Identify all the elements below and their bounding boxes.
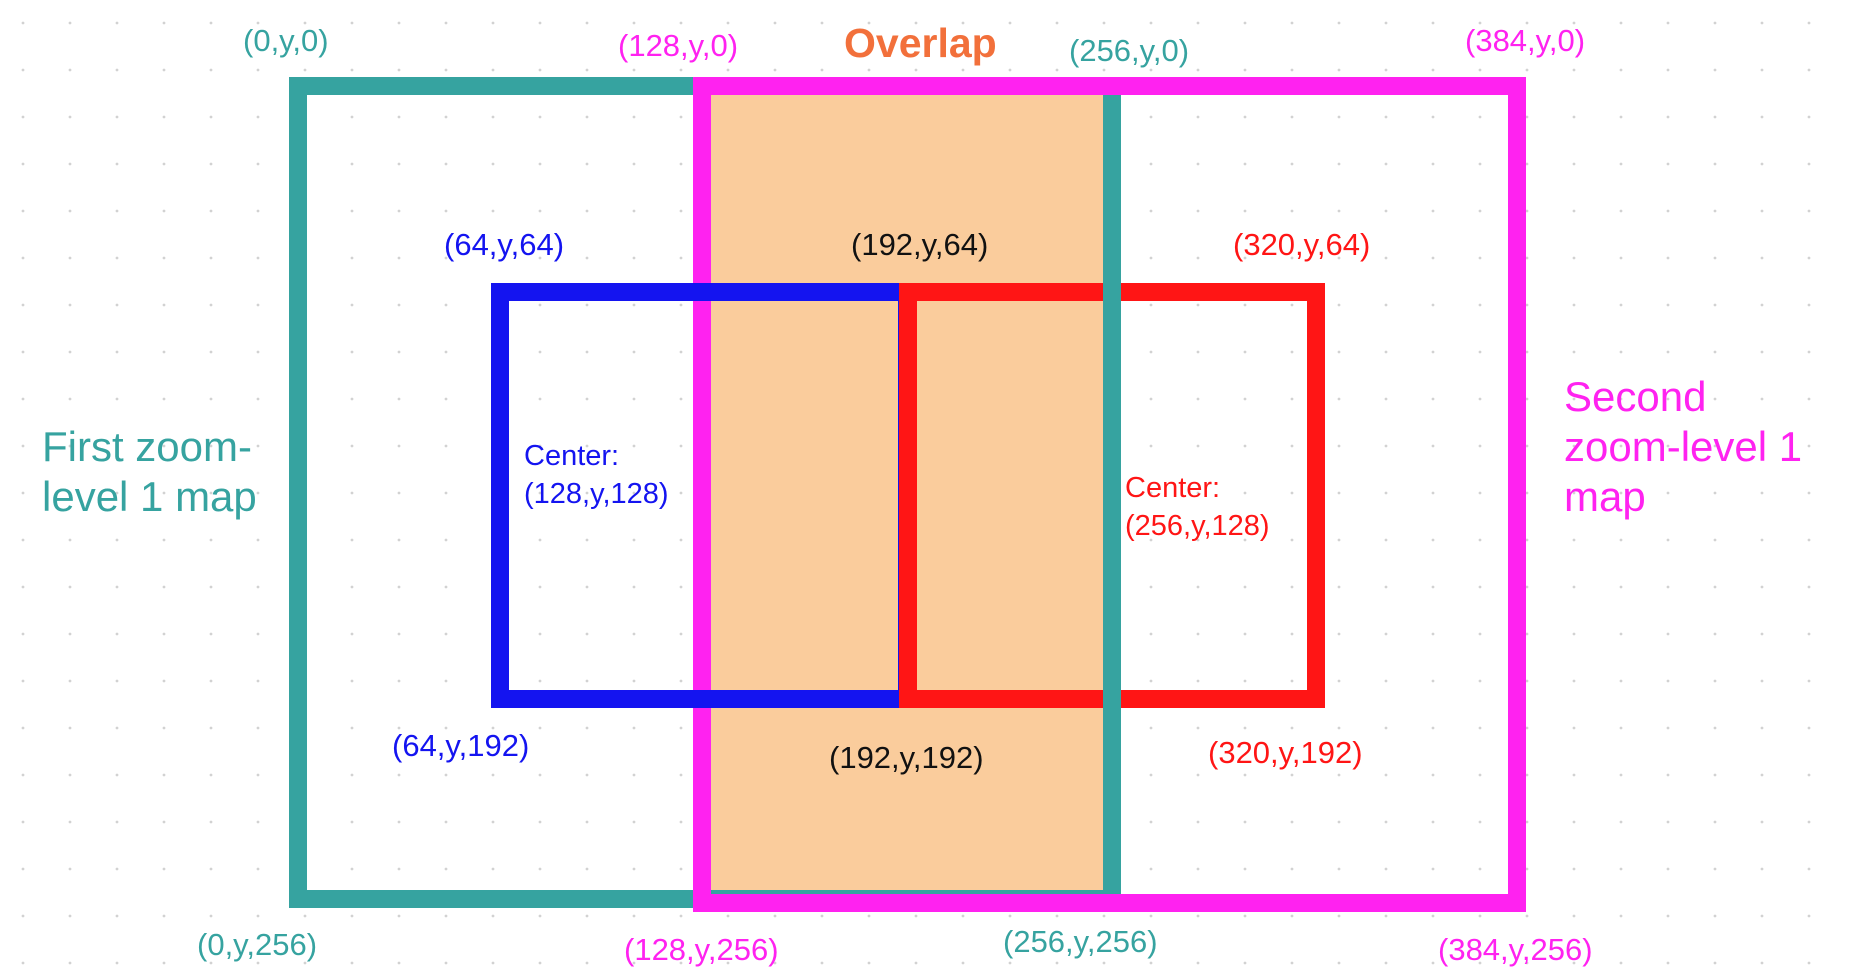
second-map-label: Second zoom-level 1 map — [1564, 372, 1802, 522]
first-map-bottom-left-coord: (0,y,256) — [197, 927, 318, 962]
first-map-label: First zoom- level 1 map — [42, 422, 257, 522]
second-map-label-line3: map — [1564, 473, 1646, 520]
blue-square-center-label: Center: (128,y,128) — [524, 437, 669, 513]
red-square-top-right-coord: (320,y,64) — [1233, 227, 1371, 262]
red-square-bottom-right-coord: (320,y,192) — [1208, 735, 1363, 770]
first-map-top-right-coord: (256,y,0) — [1069, 33, 1190, 68]
blue-center-value: (128,y,128) — [524, 478, 669, 510]
shared-top-point-coord: (192,y,64) — [851, 227, 989, 262]
red-center-caption: Center: — [1125, 472, 1221, 504]
first-map-top-left-coord: (0,y,0) — [243, 23, 329, 58]
second-map-bottom-left-coord: (128,y,256) — [624, 932, 779, 967]
second-map-outline — [693, 77, 1526, 912]
blue-center-caption: Center: — [524, 440, 620, 472]
blue-square-bottom-left-coord: (64,y,192) — [392, 728, 530, 763]
shared-bottom-point-coord: (192,y,192) — [829, 740, 984, 775]
first-map-bottom-right-coord: (256,y,256) — [1003, 924, 1158, 959]
red-center-value: (256,y,128) — [1125, 510, 1270, 542]
blue-square-top-left-coord: (64,y,64) — [444, 227, 565, 262]
second-map-label-line2: zoom-level 1 — [1564, 423, 1803, 470]
second-map-bottom-right-coord: (384,y,256) — [1438, 932, 1593, 967]
first-map-label-line1: First zoom- — [42, 423, 252, 470]
second-map-top-left-coord: (128,y,0) — [618, 28, 739, 63]
second-map-label-line1: Second — [1564, 373, 1707, 420]
overlap-title: Overlap — [844, 20, 997, 66]
first-map-label-line2: level 1 map — [42, 473, 257, 520]
second-map-top-right-coord: (384,y,0) — [1465, 23, 1586, 58]
red-square-center-label: Center: (256,y,128) — [1125, 469, 1270, 545]
